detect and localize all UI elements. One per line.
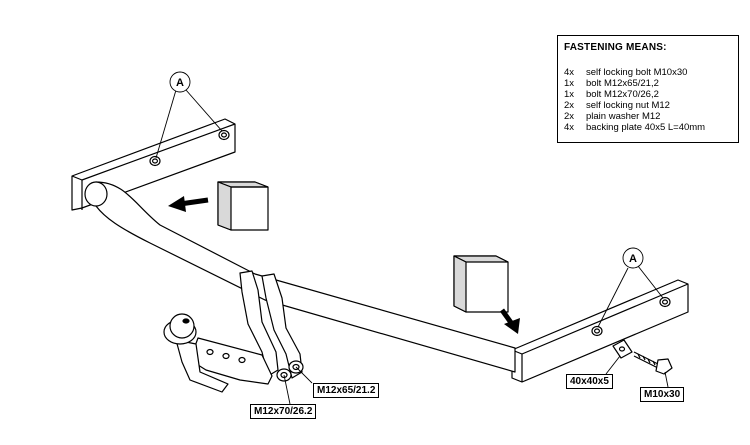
leader-m12x65 bbox=[295, 366, 313, 384]
legend-desc: plain washer M12 bbox=[586, 111, 661, 122]
legend-item: 2x plain washer M12 bbox=[564, 111, 705, 122]
right-mounting-bracket bbox=[511, 279, 689, 383]
legend-desc: self locking nut M12 bbox=[586, 100, 670, 111]
legend-qty: 2x bbox=[564, 100, 575, 111]
right-spacer-block bbox=[453, 255, 509, 313]
callout-a-left-label: A bbox=[176, 77, 184, 89]
label-bolt-m12x70: M12x70/26.2 bbox=[250, 404, 317, 419]
legend-item: 4x backing plate 40x5 L=40mm bbox=[564, 122, 705, 133]
legend-desc: backing plate 40x5 L=40mm bbox=[586, 122, 706, 133]
left-spacer-block bbox=[217, 181, 269, 231]
label-bolt-m10x30: M10x30 bbox=[640, 387, 685, 402]
callout-a-right-label: A bbox=[629, 253, 637, 265]
callout-a-left bbox=[155, 71, 223, 159]
backing-plate-part bbox=[612, 339, 633, 359]
m10x30-bolt-part bbox=[633, 351, 673, 375]
legend-list: 4x self locking bolt M10x30 1x bolt M12x65… bbox=[564, 67, 705, 133]
legend-qty: 1x bbox=[564, 78, 575, 89]
tow-ball bbox=[163, 313, 229, 393]
legend-desc: bolt M12x65/21,2 bbox=[586, 78, 659, 89]
left-insert-arrow bbox=[168, 196, 209, 212]
legend-qty: 2x bbox=[564, 111, 575, 122]
legend-desc: bolt M12x70/26,2 bbox=[586, 89, 659, 100]
crossbar-tube bbox=[84, 181, 516, 373]
fastening-means-legend: FASTENING MEANS: 4x self locking bolt M10… bbox=[557, 35, 739, 143]
leader-backing-plate bbox=[605, 355, 621, 375]
leader-m12x70 bbox=[283, 374, 291, 405]
legend-qty: 4x bbox=[564, 67, 575, 78]
legend-item: 2x self locking nut M12 bbox=[564, 100, 705, 111]
legend-item: 1x bolt M12x70/26,2 bbox=[564, 89, 705, 100]
legend-title: FASTENING MEANS: bbox=[564, 42, 667, 53]
legend-qty: 4x bbox=[564, 122, 575, 133]
callout-a-right bbox=[597, 247, 664, 328]
legend-desc: self locking bolt M10x30 bbox=[586, 67, 688, 78]
legend-item: 1x bolt M12x65/21,2 bbox=[564, 78, 705, 89]
legend-item: 4x self locking bolt M10x30 bbox=[564, 67, 705, 78]
legend-qty: 1x bbox=[564, 89, 575, 100]
label-bolt-m12x65: M12x65/21.2 bbox=[313, 383, 380, 398]
right-insert-arrow bbox=[499, 308, 520, 334]
leader-m10x30 bbox=[664, 371, 669, 388]
label-backing-plate: 40x40x5 bbox=[566, 374, 613, 389]
